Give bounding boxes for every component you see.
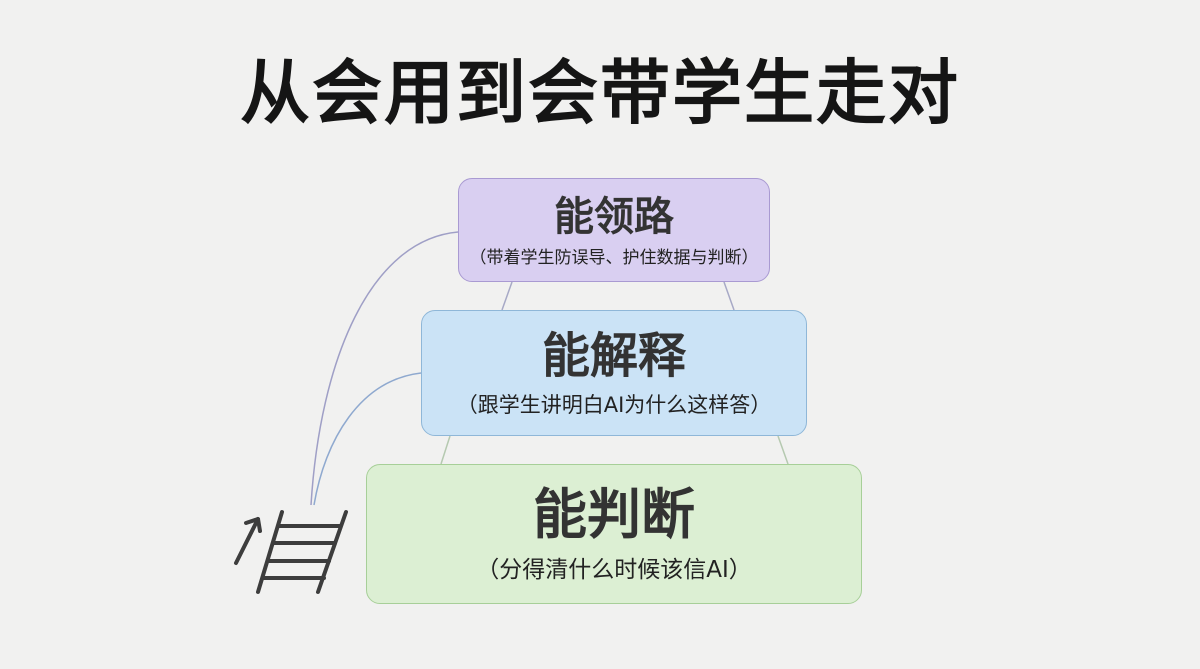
tier-explain-name: 能解释 [541, 328, 686, 384]
tier-explain-desc: （跟学生讲明白AI为什么这样答） [456, 393, 772, 417]
tier-lead-name: 能领路 [554, 194, 674, 240]
tier-judge-name: 能判断 [533, 483, 695, 546]
pyramid-edge-left-mid [440, 435, 451, 465]
tier-judge: 能判断 （分得清什么时候该信AI） [366, 464, 862, 604]
ladder-icon [256, 510, 348, 594]
tier-judge-desc: （分得清什么时候该信AI） [476, 557, 752, 583]
pyramid-edge-right-top [723, 281, 735, 311]
up-arrow-icon [234, 517, 262, 565]
tier-lead: 能领路 （带着学生防误导、护住数据与判断） [458, 178, 770, 282]
pyramid-edge-left-top [501, 281, 513, 311]
pyramid-edge-right-mid [777, 435, 789, 465]
tier-explain: 能解释 （跟学生讲明白AI为什么这样答） [421, 310, 807, 436]
tier-lead-desc: （带着学生防误导、护住数据与判断） [469, 248, 759, 268]
page-title: 从会用到会带学生走对 [240, 52, 960, 134]
